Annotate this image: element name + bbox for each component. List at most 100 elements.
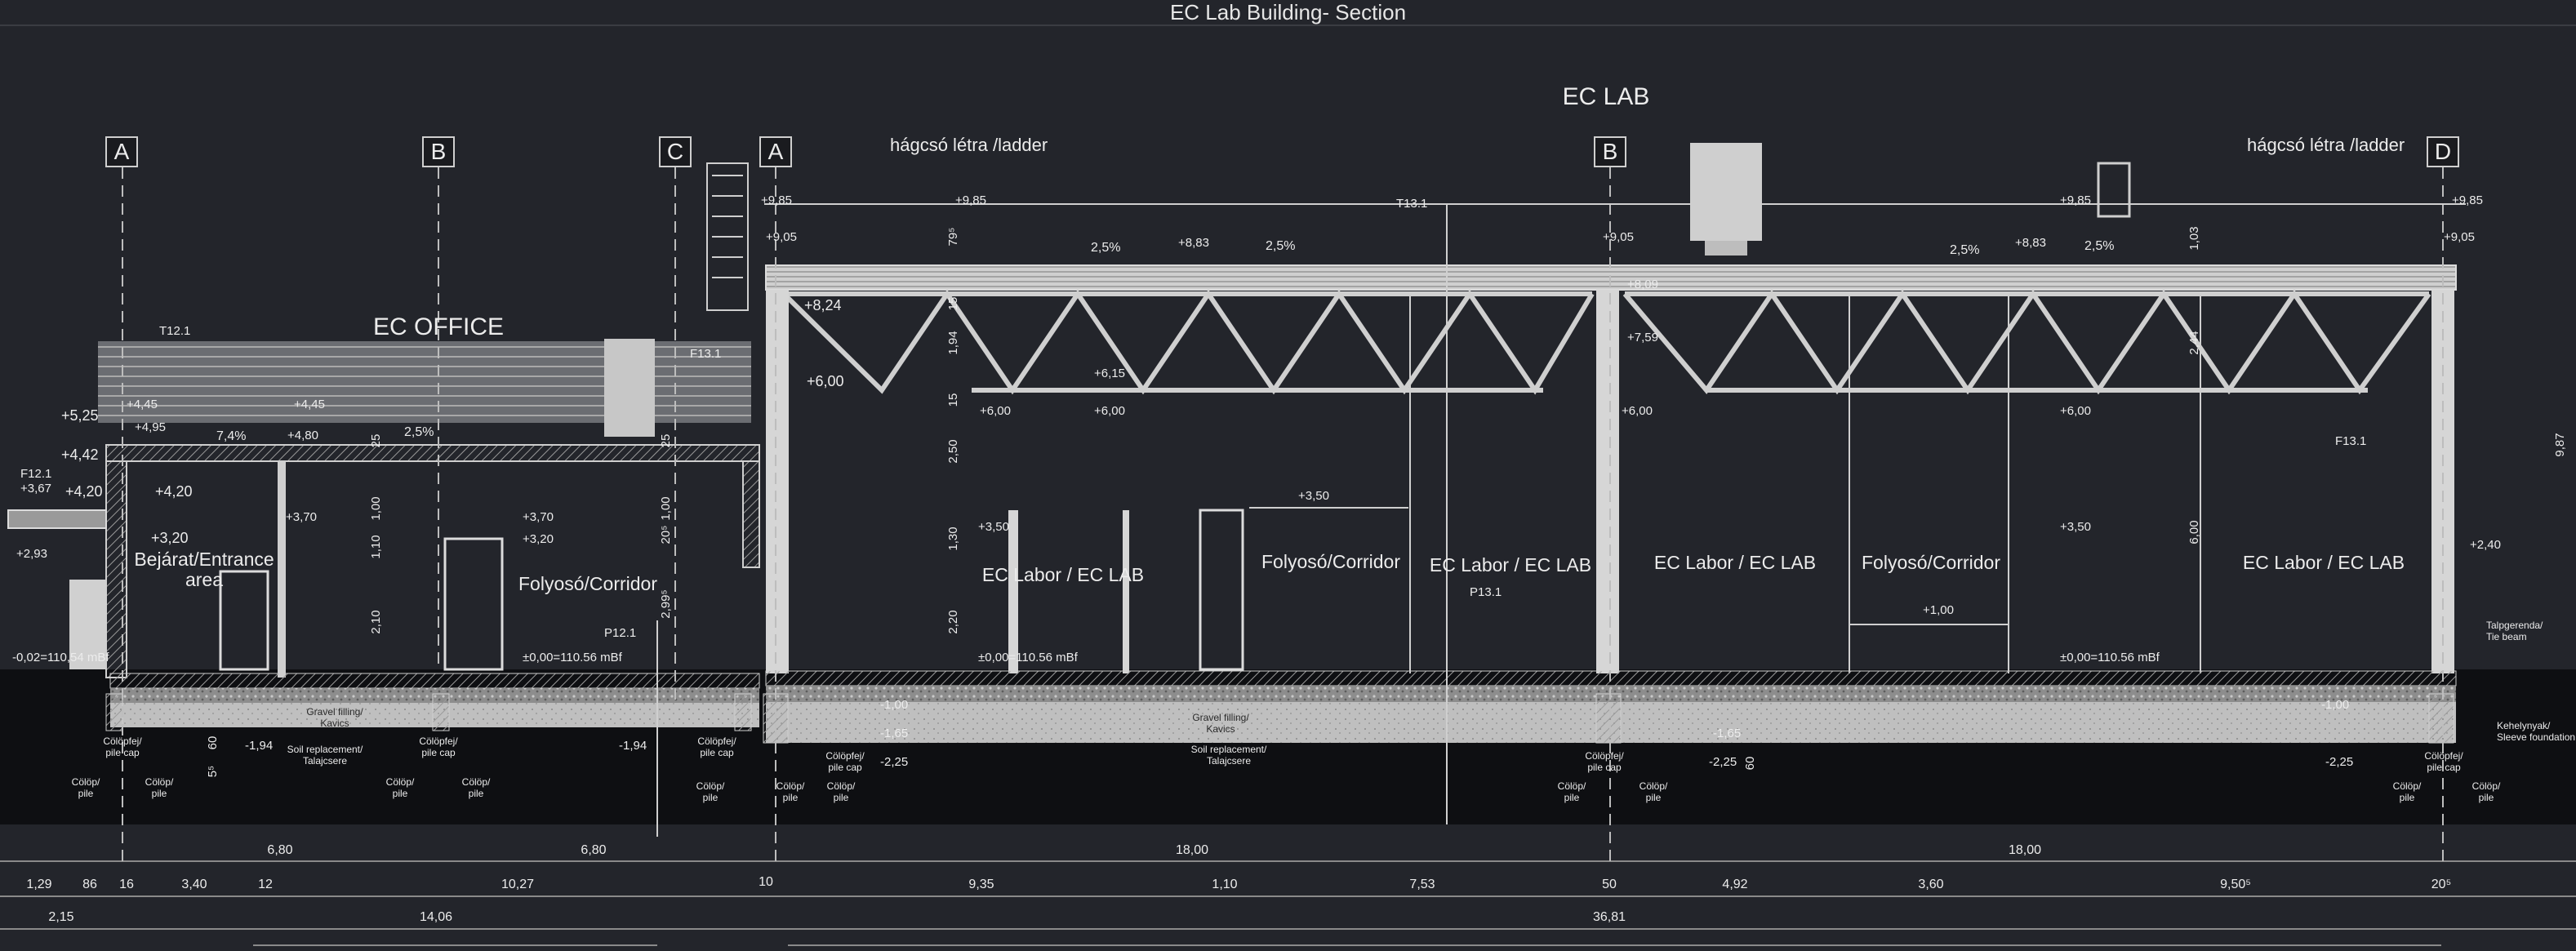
dimension-lines <box>0 860 2576 946</box>
lab-truss-left <box>781 289 1595 395</box>
dimension-label: 18,00 <box>1176 843 1208 857</box>
entrance-canopy <box>7 509 107 529</box>
slope-label: 2,5% <box>404 425 434 439</box>
level: +6,00 <box>1622 404 1653 418</box>
level: +4,20 <box>155 483 193 500</box>
pile-label: pile <box>393 788 408 799</box>
dimension-label: 3,60 <box>1918 878 1943 891</box>
dimension-label: 10 <box>759 875 773 889</box>
level: -2,25 <box>1709 755 1737 769</box>
level: +3,67 <box>20 482 51 495</box>
dimension-label: 50 <box>1602 878 1617 891</box>
pile-cap-label: Cölöpfej/ <box>103 735 142 747</box>
level: +6,15 <box>1094 367 1125 380</box>
dimension-label: 18,00 <box>2009 843 2041 857</box>
pile-label: pile <box>1564 792 1580 803</box>
dimension-label: 10,27 <box>501 878 534 891</box>
dimension-label: 86 <box>82 878 97 891</box>
level: ±0,00=110.56 mBf <box>2060 651 2160 664</box>
level: +6,00 <box>2060 404 2091 418</box>
axis-label-d: D <box>2435 139 2451 164</box>
pile-label: pile <box>834 792 849 803</box>
room-entrance: Bejárat/Entrance <box>134 549 274 570</box>
axis-label-b1: B <box>431 139 447 164</box>
dimension-label: 4,92 <box>1722 878 1747 891</box>
room-entrance-area: area <box>185 569 223 590</box>
slope-label: 7,4% <box>216 429 246 443</box>
level: +3,50 <box>1298 489 1329 503</box>
lab-door <box>1199 509 1244 671</box>
vertical-dimension: 1,00 <box>659 496 673 520</box>
pile-cap-label: Cölöpfej/ <box>419 735 458 747</box>
pile-label: Cölöp/ <box>2393 780 2422 792</box>
pile-cap-label: Cölöpfej/ <box>1585 750 1624 762</box>
axis-label-a1: A <box>114 139 130 164</box>
vertical-dimension: 25 <box>659 434 673 448</box>
axis-label-b2: B <box>1603 139 1618 164</box>
pile-cap-label: Cölöpfej/ <box>697 735 736 747</box>
ladder-left <box>706 162 749 311</box>
vertical-dimension: 79⁵ <box>946 228 960 247</box>
vertical-dimension: 1,03 <box>2187 226 2201 250</box>
level: -2,25 <box>2325 755 2353 769</box>
level: +6,00 <box>1094 404 1125 418</box>
vertical-dimension: 2,10 <box>369 610 383 633</box>
soil-label: Talajcsere <box>303 755 347 767</box>
pile-label: Cölöp/ <box>776 780 805 792</box>
office-roof-slab <box>105 444 760 462</box>
level: +1,00 <box>1923 603 1954 617</box>
soil-label: Talajcsere <box>1207 755 1251 767</box>
level: ±0,00=110.56 mBf <box>978 651 1079 664</box>
pile-cap-label: pile cap <box>2427 762 2461 773</box>
dimension-label: 2,15 <box>48 910 73 924</box>
level: +4,45 <box>294 398 325 411</box>
pile-label: Cölöp/ <box>696 780 725 792</box>
dimension-label: 20⁵ <box>2431 878 2451 891</box>
dimension-label: 14,06 <box>420 910 452 924</box>
level: +9,85 <box>2452 193 2483 207</box>
lab-column-left <box>766 290 789 673</box>
level: -1,00 <box>2321 698 2349 712</box>
pile-label: pile <box>469 788 484 799</box>
tag-p12-1: P12.1 <box>604 626 636 640</box>
sleeve-label: Sleeve foundation <box>2497 731 2575 743</box>
lab-column-mid <box>1596 290 1619 673</box>
slope-label: 2,5% <box>1091 241 1120 255</box>
tie-beam-label: Tie beam <box>2486 631 2527 642</box>
vertical-dimension: 25 <box>369 434 383 448</box>
pile-cap-label: Cölöpfej/ <box>2424 750 2463 762</box>
level: ±0,00=110.56 mBf <box>523 651 623 664</box>
level: -0,02=110,54 mBf <box>12 651 109 664</box>
level: +3,70 <box>523 510 554 524</box>
vertical-dimension: 2,20 <box>946 610 960 633</box>
level: +3,20 <box>523 532 554 546</box>
level: +8,83 <box>1178 236 1209 250</box>
slope-label: 2,5% <box>1266 239 1295 253</box>
office-roof-unit <box>604 339 655 437</box>
level: -1,65 <box>1713 727 1741 740</box>
axis-label-a2: A <box>768 139 784 164</box>
level: -1,94 <box>619 739 647 753</box>
vertical-dimension: 20⁵ <box>659 526 673 544</box>
ladder-label-right: hágcsó létra /ladder <box>2247 135 2405 155</box>
tag-t13-1: T13.1 <box>1396 197 1427 211</box>
office-heading: EC OFFICE <box>373 313 504 340</box>
vertical-dimension: 5⁵ <box>206 766 220 778</box>
level: +7,59 <box>1627 331 1658 344</box>
pile-label: Cölöp/ <box>386 776 415 788</box>
level: +8,09 <box>1627 278 1658 291</box>
level: +9,05 <box>1603 230 1634 244</box>
vertical-dimension: 6,00 <box>2187 520 2201 544</box>
vertical-dimension: 15 <box>946 393 960 407</box>
pile-cap-label: Cölöpfej/ <box>825 750 865 762</box>
pile-label: Cölöp/ <box>72 776 100 788</box>
level: +9,85 <box>2060 193 2091 207</box>
level: +3,20 <box>151 530 189 546</box>
pile-label: pile <box>1646 792 1662 803</box>
vertical-dimension: 1,94 <box>946 331 960 354</box>
level: +3,70 <box>286 510 317 524</box>
dimension-label: 1,10 <box>1212 878 1237 891</box>
pile-cap-label: pile cap <box>700 747 734 758</box>
level: +8,83 <box>2015 236 2046 250</box>
